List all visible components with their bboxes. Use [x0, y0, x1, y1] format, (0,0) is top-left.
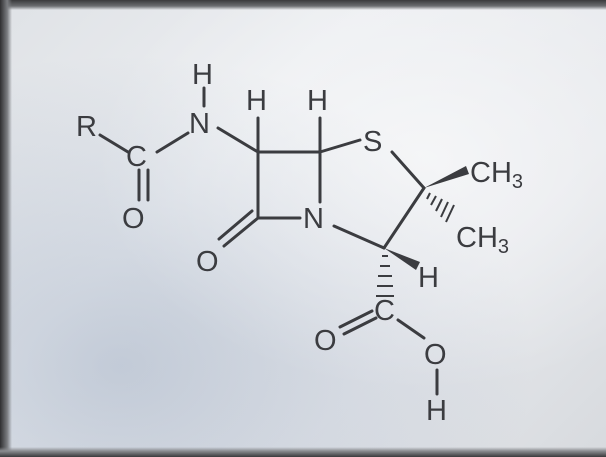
bond-c5-s: [318, 138, 362, 154]
bond-r-c: [98, 133, 130, 154]
bond-acid-co-b: [338, 309, 374, 329]
bond-c2-c3: [382, 186, 426, 250]
atom-amide-c: C: [126, 141, 147, 173]
bond-acid-co-a: [342, 316, 378, 336]
atom-acid-h: H: [426, 395, 447, 427]
hash-ch3-bottom: [426, 192, 455, 223]
atom-r: R: [76, 111, 97, 143]
atom-s: S: [363, 126, 382, 158]
bond-lactam-co-b: [217, 209, 254, 241]
atom-acid-o-double: O: [314, 325, 337, 357]
photo-border-top: [0, 0, 606, 10]
atom-h-c5: H: [307, 85, 328, 117]
atom-acid-c: C: [374, 295, 395, 327]
atom-h-c6: H: [246, 85, 267, 117]
atom-acid-o: O: [424, 339, 447, 371]
bond-lactam-co-a: [222, 216, 260, 248]
atom-ch3-bottom: CH3: [456, 222, 509, 258]
atom-lactam-n: N: [303, 203, 324, 235]
atom-amide-o: O: [122, 203, 145, 235]
atom-h-alpha: H: [418, 262, 439, 294]
atom-lactam-o: O: [196, 246, 219, 278]
photo-border-bottom: [0, 447, 606, 457]
wedge-ch3-top: [424, 166, 469, 188]
bond-n-c3: [332, 224, 386, 250]
wedge-c3-h: [384, 248, 420, 270]
atom-nh-n: N: [189, 108, 210, 140]
bond-n-ring: [216, 126, 260, 154]
bond-c-n-amide: [155, 131, 190, 154]
hash-c3-cooh: [376, 255, 394, 297]
photo-border-left: [0, 0, 12, 457]
atom-ch3-top: CH3: [470, 157, 523, 193]
atom-nh-h: H: [192, 59, 213, 91]
bond-acid-c-o: [396, 318, 426, 340]
bond-s-c2: [390, 150, 426, 190]
